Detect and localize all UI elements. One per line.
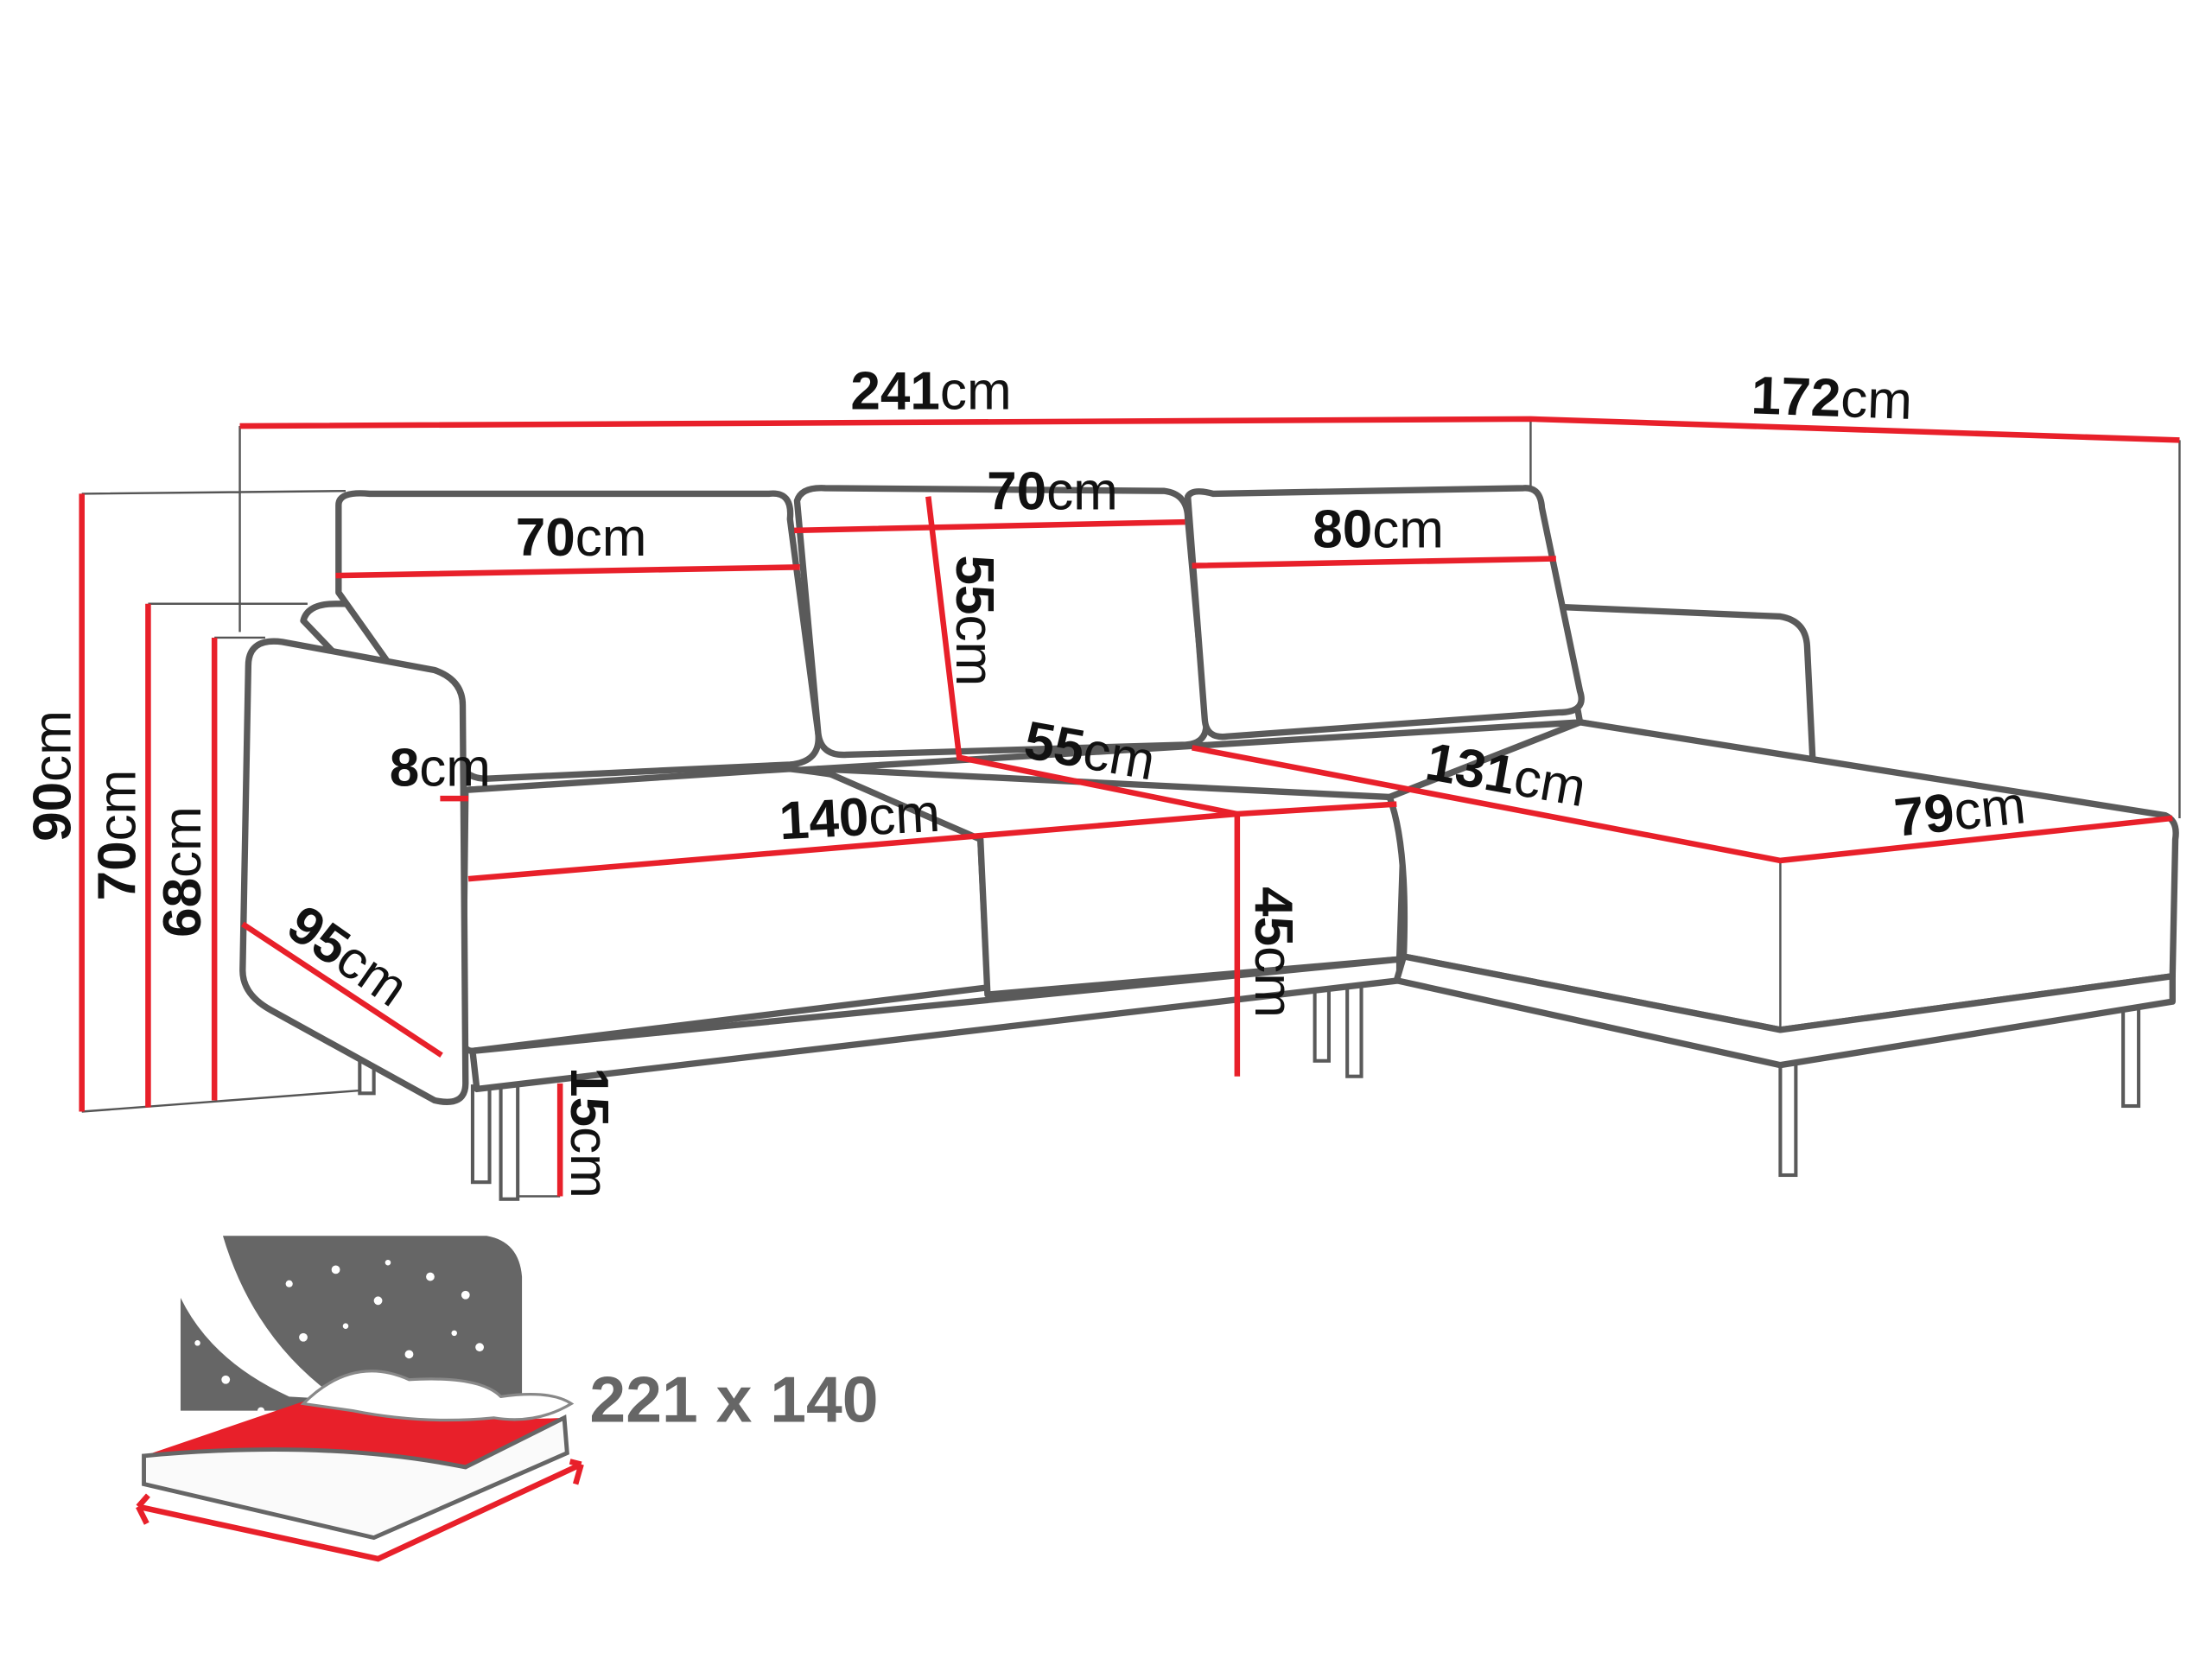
leg (499, 1081, 520, 1201)
label-armrest-width: 8cm (390, 738, 491, 798)
pillows-icon (300, 1370, 575, 1422)
label-leg-height: 15cm (559, 1067, 619, 1198)
label-cushion-height: 55cm (944, 556, 1004, 687)
left-armrest (239, 638, 469, 1105)
label-armrest-height: 68cm (153, 806, 213, 938)
label-cushion-middle: 70cm (987, 461, 1118, 521)
night-sky-icon (180, 1236, 523, 1411)
sleeping-area-size: 221 x 140 (589, 1363, 878, 1436)
label-seat-width: 140cm (778, 784, 942, 852)
leg (470, 1084, 492, 1185)
label-cushion-left: 70cm (516, 508, 647, 568)
label-cushion-right: 80cm (1313, 499, 1444, 559)
label-back-height: 70cm (88, 770, 148, 901)
label-seat-height: 45cm (1243, 887, 1303, 1018)
label-total-width: 241cm (850, 361, 1011, 421)
leg (1345, 982, 1363, 1078)
sofa-drawing (239, 485, 2179, 1201)
dimension-lines (79, 416, 2180, 1197)
label-total-height: 90cm (23, 710, 83, 842)
label-seat-depth: 55cm (1020, 710, 1159, 791)
leg (1778, 1056, 1798, 1178)
dimension-labels: 241cm 172cm 70cm 70cm 80cm 55cm 55cm 8cm… (23, 361, 2029, 1198)
chaise-base (1393, 953, 2176, 1069)
leg (1313, 985, 1331, 1063)
back-cushion-right (1185, 485, 1585, 741)
extension-lines (81, 418, 2181, 1198)
leg (2121, 1002, 2141, 1109)
chaise-backrest (1548, 603, 1816, 766)
label-chaise-width: 79cm (1891, 775, 2028, 848)
bed-icon: 221 x 140 (136, 1236, 879, 1562)
size-arrows-icon (136, 1459, 584, 1562)
mattress-icon (142, 1414, 569, 1541)
stars-icon (194, 1259, 484, 1414)
label-chaise-depth: 172cm (1751, 365, 1913, 430)
